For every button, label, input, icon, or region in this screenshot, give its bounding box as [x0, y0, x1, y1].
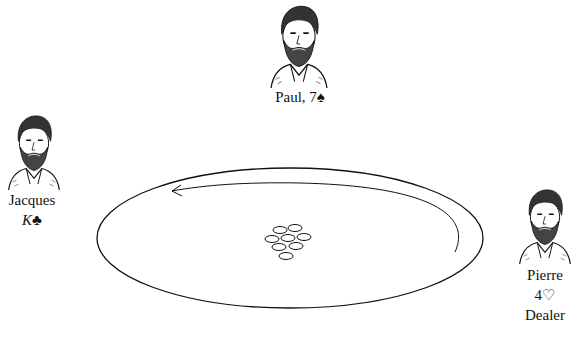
role-label: Dealer — [525, 306, 565, 324]
card-label: 4♡ — [535, 286, 556, 304]
jacques-portrait — [9, 116, 60, 190]
paul-portrait — [271, 6, 327, 88]
arrowhead — [172, 185, 182, 196]
pierre-portrait — [520, 190, 571, 264]
player-label: Paul, 7♠ — [275, 88, 325, 106]
table-outline — [97, 168, 483, 308]
play-direction-arrow — [172, 183, 459, 252]
player-label: Pierre — [527, 266, 563, 284]
card-label: K♣ — [22, 211, 42, 229]
chips — [265, 225, 311, 260]
player-label: Jacques — [9, 191, 56, 209]
